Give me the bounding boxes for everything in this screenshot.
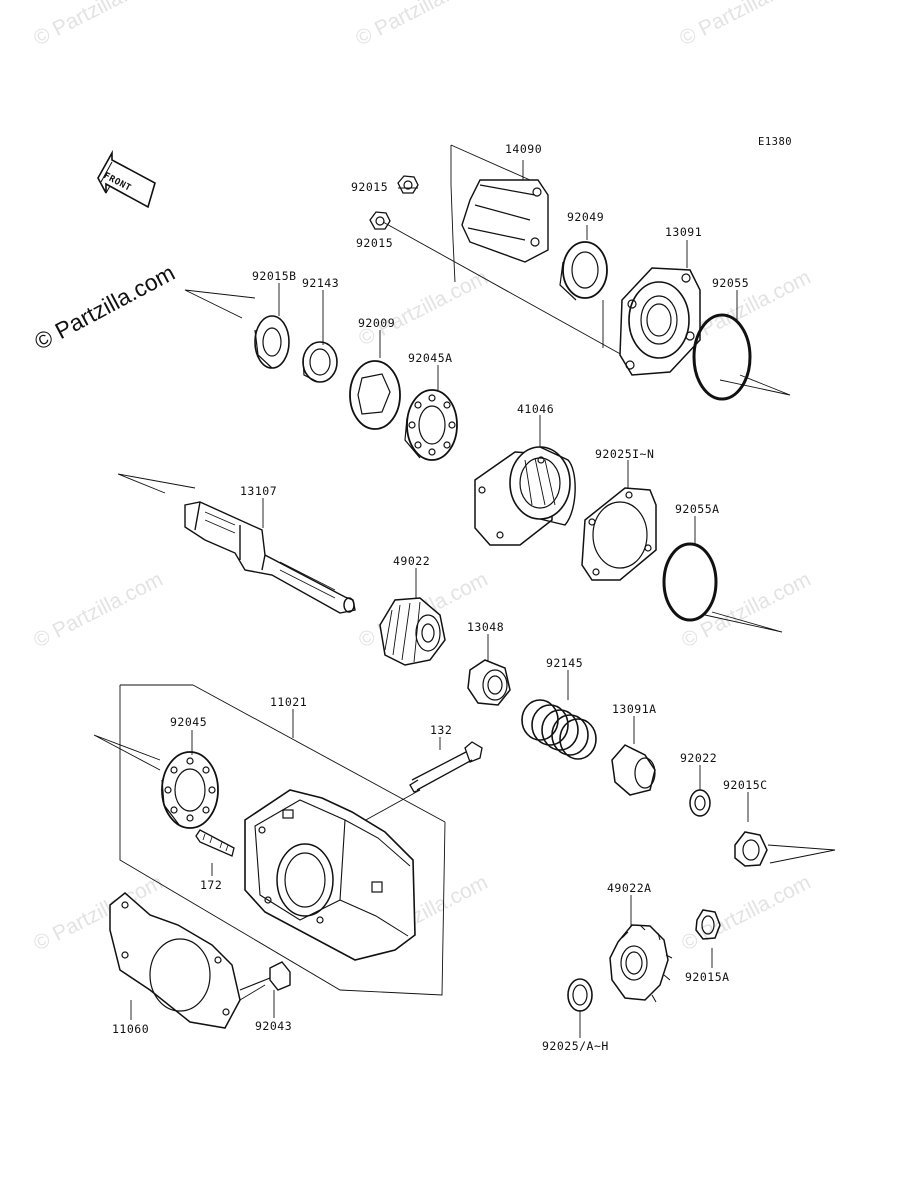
ring-gear-49022A	[609, 924, 673, 1003]
part-label-13091A[interactable]: 13091A	[612, 702, 657, 716]
part-label-41046[interactable]: 41046	[517, 402, 555, 416]
washer-92022	[689, 789, 711, 817]
part-label-92055[interactable]: 92055	[712, 276, 750, 290]
part-label-92043[interactable]: 92043	[255, 1019, 293, 1033]
gear-case-11021	[244, 789, 416, 961]
bolt-132	[409, 741, 483, 793]
part-label-49022[interactable]: 49022	[393, 554, 431, 568]
drive-shaft-13107	[184, 501, 356, 614]
part-label-92055A[interactable]: 92055A	[675, 502, 720, 516]
part-label-92025IN[interactable]: 92025I~N	[595, 447, 655, 461]
diagram-code: E1380	[758, 136, 793, 148]
part-label-13107[interactable]: 13107	[240, 484, 278, 498]
part-label-92015[interactable]: 92015	[351, 180, 389, 194]
dog-clutch-13048	[467, 659, 511, 706]
part-label-172[interactable]: 172	[200, 878, 223, 892]
part-label-92143[interactable]: 92143	[302, 276, 340, 290]
bearing-housing-13091	[619, 267, 701, 376]
dowel-pin-92043	[239, 961, 291, 991]
part-label-49022A[interactable]: 49022A	[607, 881, 652, 895]
ball-bearing-92045A	[404, 389, 458, 461]
part-label-92015B[interactable]: 92015B	[252, 269, 297, 283]
nut-92015B	[254, 315, 290, 369]
nut-92015-mid	[369, 211, 391, 230]
part-label-92015[interactable]: 92015	[356, 236, 394, 250]
flange-41046	[474, 446, 576, 546]
nut-92015C	[734, 831, 768, 867]
part-label-92015A[interactable]: 92015A	[685, 970, 730, 984]
part-label-92045[interactable]: 92045	[170, 715, 208, 729]
part-label-13091[interactable]: 13091	[665, 225, 703, 239]
front-arrow-icon	[97, 149, 156, 209]
shim-92009	[349, 360, 401, 430]
stud-172	[195, 829, 235, 857]
gasket-11060	[109, 892, 241, 1029]
nut-92015A	[695, 909, 721, 940]
bevel-gear-49022	[379, 597, 446, 666]
o-ring-92055A	[662, 542, 718, 622]
part-label-92015C[interactable]: 92015C	[723, 778, 768, 792]
shim-92025AH	[567, 978, 593, 1012]
part-label-92022[interactable]: 92022	[680, 751, 718, 765]
oil-seal-92049	[559, 241, 608, 301]
cover-plate-14090	[461, 179, 549, 263]
o-ring-92055	[692, 313, 752, 401]
part-label-14090[interactable]: 14090	[505, 142, 543, 156]
part-label-92025AH[interactable]: 92025/A~H	[542, 1039, 609, 1053]
ball-bearing-92045	[161, 751, 219, 829]
gasket-92025IN	[581, 487, 657, 581]
spring-92145	[521, 699, 597, 760]
nut-92015-top	[397, 175, 419, 194]
part-label-92049[interactable]: 92049	[567, 210, 605, 224]
part-label-11060[interactable]: 11060	[112, 1022, 150, 1036]
part-label-132[interactable]: 132	[430, 723, 453, 737]
part-label-92009[interactable]: 92009	[358, 316, 396, 330]
part-label-11021[interactable]: 11021	[270, 695, 308, 709]
sleeve-13091A	[611, 744, 656, 796]
part-label-92045A[interactable]: 92045A	[408, 351, 453, 365]
part-label-13048[interactable]: 13048	[467, 620, 505, 634]
part-label-92145[interactable]: 92145	[546, 656, 584, 670]
collar-92143	[302, 341, 338, 383]
